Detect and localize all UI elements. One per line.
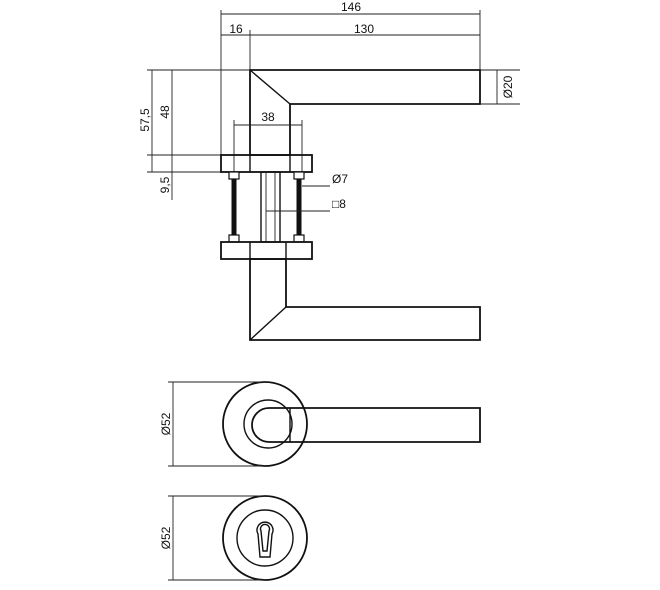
- lever-front-view: [222, 381, 481, 467]
- label-sq8: □8: [332, 197, 346, 211]
- right-screw: [293, 171, 305, 243]
- left-screw: [228, 171, 240, 243]
- label-9-5: 9,5: [158, 176, 172, 193]
- upper-lever: [249, 69, 481, 156]
- dimension-lever-length: 16 130: [221, 22, 480, 72]
- dimension-height-total: 57,5: [138, 69, 250, 172]
- dimension-rose-diameter-escutcheon: Ø52: [159, 495, 265, 581]
- escutcheon-front-view: [222, 495, 308, 581]
- label-d52-lever: Ø52: [159, 412, 173, 435]
- callout-spindle-square: □8: [266, 197, 346, 212]
- dimension-height-lever: 48: [158, 70, 173, 155]
- dimension-rose-thickness: 9,5: [147, 154, 221, 200]
- label-d20: Ø20: [501, 75, 515, 98]
- label-146: 146: [341, 0, 361, 14]
- label-130: 130: [354, 22, 374, 36]
- label-16: 16: [229, 22, 243, 36]
- label-48: 48: [158, 105, 172, 119]
- label-38: 38: [261, 110, 275, 124]
- lower-lever: [249, 258, 481, 341]
- dimension-overall-length: 146: [220, 0, 481, 158]
- callout-screw-diameter: Ø7: [302, 172, 348, 187]
- label-d7: Ø7: [332, 172, 348, 186]
- dimension-lever-diameter: Ø20: [480, 69, 520, 105]
- upper-rose: [220, 154, 313, 173]
- spindle: [260, 171, 281, 243]
- dimension-spindle-spacing: 38: [233, 110, 303, 175]
- dimension-rose-diameter-lever: Ø52: [159, 381, 265, 467]
- lower-rose: [220, 241, 313, 260]
- label-57-5: 57,5: [138, 108, 152, 132]
- label-d52-escutcheon: Ø52: [159, 526, 173, 549]
